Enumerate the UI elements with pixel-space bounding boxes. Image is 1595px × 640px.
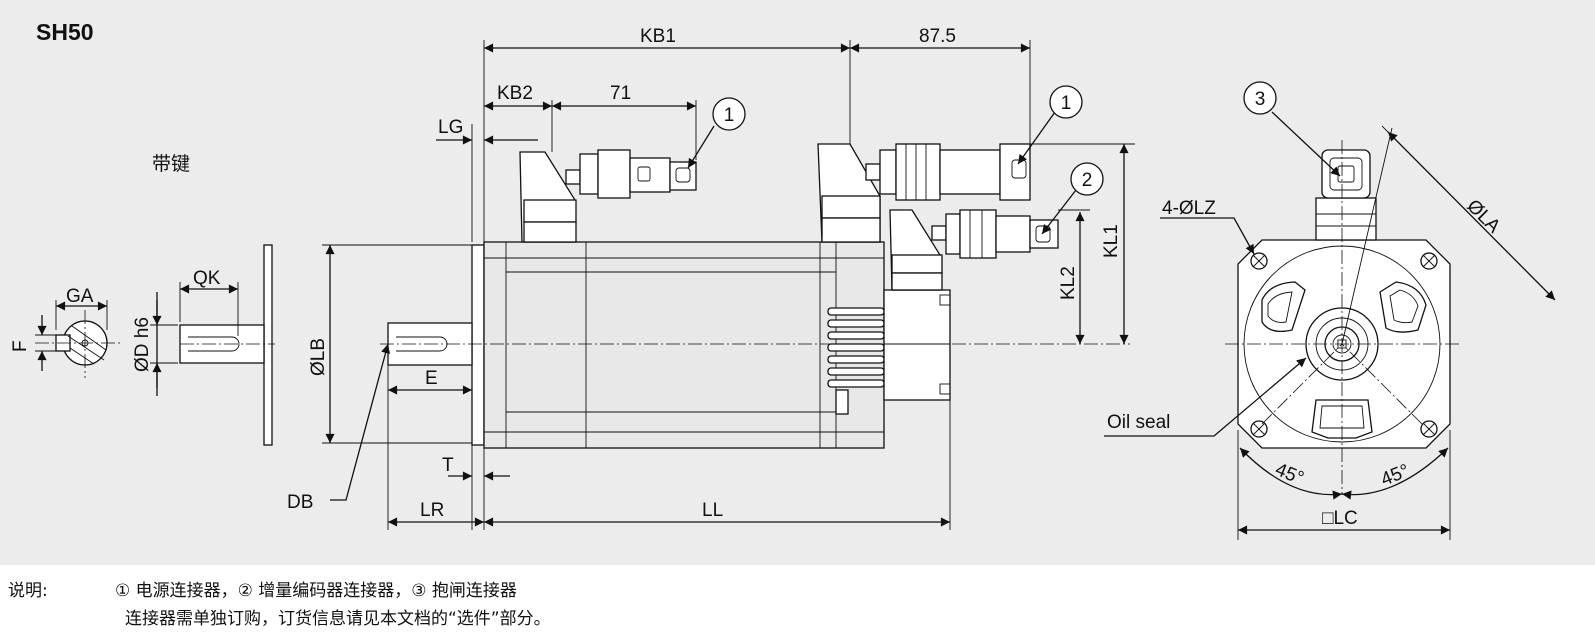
- dim-f: F: [10, 340, 31, 352]
- dim-lg: LG: [438, 117, 463, 138]
- front-flange: [471, 244, 485, 446]
- dim-45-left: 45°: [1272, 459, 1307, 489]
- motor-dimension-drawing: SH50 带键 GA F QK: [10, 19, 1556, 540]
- notes-line-1: ① 电源连接器，② 增量编码器连接器，③ 抱闸连接器: [115, 581, 517, 601]
- dim-lc: □LC: [1322, 508, 1358, 529]
- front-view: 4-ØLZ ØLA Oil seal 45° 45° □LC 3: [1104, 81, 1556, 540]
- dim-87-5: 87.5: [919, 26, 956, 47]
- dim-od-h6: ØD h6: [132, 317, 153, 372]
- dim-71: 71: [610, 83, 631, 104]
- notes-label: 说明:: [8, 581, 48, 601]
- encoder-box: [883, 289, 951, 401]
- callout-1-label: 1: [1061, 93, 1072, 114]
- keyed-label: 带键: [152, 153, 190, 175]
- dim-kb1: KB1: [640, 26, 676, 47]
- notes-line-2: 连接器需单独订购，订货信息请见本文档的“选件”部分。: [125, 609, 551, 629]
- notes-section: 说明: ① 电源连接器，② 增量编码器连接器，③ 抱闸连接器 连接器需单独订购，…: [0, 568, 1595, 640]
- dim-kl2: KL2: [1058, 266, 1079, 300]
- shaft-section-view: GA F: [10, 286, 120, 378]
- motor-side-view: [380, 143, 1130, 449]
- side-view-dimensions: KB1 87.5 KB2 71 LG KL1 KL2 ØLB E DB: [287, 26, 1135, 530]
- cooling-fins: [827, 307, 885, 388]
- model-title: SH50: [36, 19, 94, 45]
- callout-3-front-label: 3: [1255, 89, 1266, 110]
- dim-lr: LR: [420, 500, 444, 521]
- callout-3-front: [1243, 81, 1277, 115]
- dim-kb2: KB2: [497, 83, 533, 104]
- dim-ll: LL: [702, 500, 723, 521]
- encoder-connector: [889, 209, 1059, 291]
- callout-1: [1049, 85, 1083, 119]
- dim-kl1: KL1: [1101, 224, 1122, 258]
- dim-ola: ØLA: [1462, 196, 1504, 238]
- motor-body: [483, 241, 885, 449]
- shaft-side-view: QK ØD h6: [132, 244, 275, 446]
- brake-connector: [519, 149, 697, 243]
- dim-oil-seal: Oil seal: [1107, 412, 1170, 433]
- dim-45-right: 45°: [1378, 460, 1413, 490]
- dim-olb: ØLB: [308, 338, 329, 376]
- callout-3-side: [712, 97, 746, 131]
- callouts: 1 1 2: [687, 85, 1104, 235]
- dim-4-olz: 4-ØLZ: [1162, 198, 1216, 219]
- drawing-panel: SH50 带键 GA F QK: [0, 0, 1595, 565]
- callout-2-label: 2: [1082, 170, 1093, 191]
- power-connector: [817, 143, 1031, 243]
- dim-db: DB: [287, 492, 313, 513]
- dim-t: T: [442, 455, 454, 476]
- dim-ga: GA: [66, 286, 94, 307]
- shaft-flange-edge: [263, 244, 273, 446]
- dim-qk: QK: [193, 268, 221, 289]
- dim-e: E: [425, 368, 438, 389]
- callout-2: [1070, 162, 1104, 196]
- callout-3-side-label: 1: [724, 105, 735, 126]
